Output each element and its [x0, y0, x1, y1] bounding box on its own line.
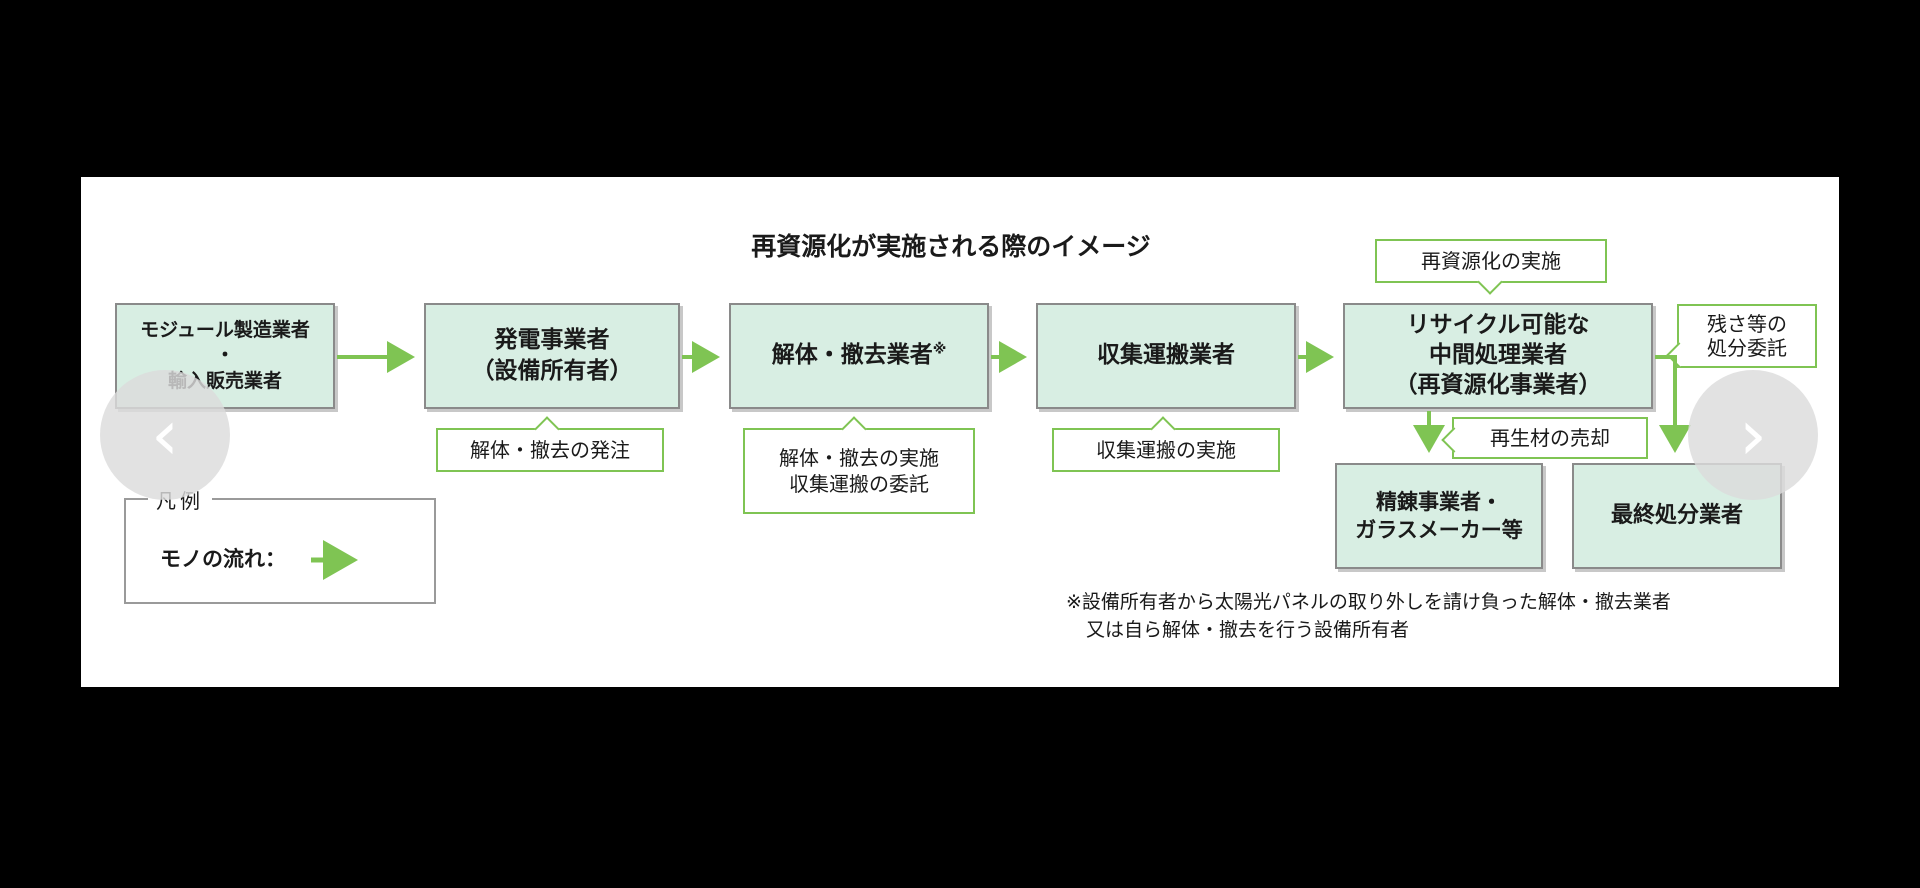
callout-recycling-execute-text: 再資源化の実施 [1421, 249, 1561, 273]
footnote-line2: 又は自ら解体・撤去を行う設備所有者 [1086, 618, 1410, 641]
box-power-generator-line1: 発電事業者 [494, 326, 610, 353]
box-dismantler: 解体・撤去業者※ [729, 303, 989, 409]
callout-material-sale-text: 再生材の売却 [1490, 426, 1610, 450]
box-module-maker-line1: モジュール製造業者 [140, 318, 310, 341]
box-recycler-line1: リサイクル可能な [1406, 312, 1590, 339]
callout-dismantle-execute-line2: 収集運搬の委託 [789, 472, 929, 496]
legend-label: モノの流れ： [160, 547, 286, 571]
box-refiner-line2: ガラスメーカー等 [1355, 518, 1523, 542]
box-module-maker-line2: ・ [215, 344, 235, 367]
callout-dismantle-execute-line1: 解体・撤去の実施 [779, 446, 939, 470]
flow-arrows [311, 341, 1691, 580]
box-recycler: リサイクル可能な 中間処理業者 （再資源化事業者） [1343, 303, 1653, 409]
box-recycler-line3: （再資源化事業者） [1394, 371, 1602, 398]
box-dismantler-mark: ※ [932, 341, 947, 358]
footnote-line1: ※設備所有者から太陽光パネルの取り外しを請け負った解体・撤去業者 [1066, 591, 1671, 613]
callout-transport-execute-text: 収集運搬の実施 [1096, 438, 1236, 462]
callout-residue-disposal-line2: 処分委託 [1707, 336, 1787, 360]
diagram-title: 再資源化が実施される際のイメージ [751, 232, 1151, 261]
box-power-generator: 発電事業者 （設備所有者） [424, 303, 680, 409]
callout-dismantle-order: 解体・撤去の発注 [436, 416, 664, 472]
chevron-right-icon: › [1739, 394, 1767, 476]
callout-material-sale: 再生材の売却 [1441, 417, 1648, 459]
footnote: ※設備所有者から太陽光パネルの取り外しを請け負った解体・撤去業者 又は自ら解体・… [1066, 589, 1671, 644]
callout-dismantle-execute: 解体・撤去の実施 収集運搬の委託 [743, 416, 975, 514]
box-recycler-line2: 中間処理業者 [1429, 342, 1567, 369]
box-final-disposal-label: 最終処分業者 [1610, 503, 1743, 529]
callout-residue-disposal: 残さ等の 処分委託 [1666, 304, 1817, 368]
diagram-panel: 再資源化が実施される際のイメージ モジュール製造業者 ・ 輸入販売業者 発電事業… [81, 177, 1839, 687]
box-collector-label: 収集運搬業者 [1097, 342, 1235, 369]
callout-dismantle-order-text: 解体・撤去の発注 [470, 438, 630, 462]
callout-recycling-execute: 再資源化の実施 [1375, 239, 1607, 295]
prev-slide-button[interactable]: ‹ [100, 370, 230, 500]
box-collector: 収集運搬業者 [1036, 303, 1296, 409]
box-refiner: 精錬事業者・ ガラスメーカー等 [1335, 463, 1543, 569]
box-dismantler-label: 解体・撤去業者 [771, 342, 933, 369]
arrow-recycler-to-disposal [1655, 355, 1691, 453]
box-refiner-line1: 精錬事業者・ [1376, 489, 1502, 514]
chevron-left-icon: ‹ [151, 394, 179, 476]
callout-transport-execute: 収集運搬の実施 [1052, 416, 1280, 472]
next-slide-button[interactable]: › [1688, 370, 1818, 500]
legend-box: 凡例 モノの流れ： [124, 485, 436, 604]
callout-residue-disposal-line1: 残さ等の [1707, 312, 1787, 336]
box-power-generator-line2: （設備所有者） [471, 358, 633, 384]
